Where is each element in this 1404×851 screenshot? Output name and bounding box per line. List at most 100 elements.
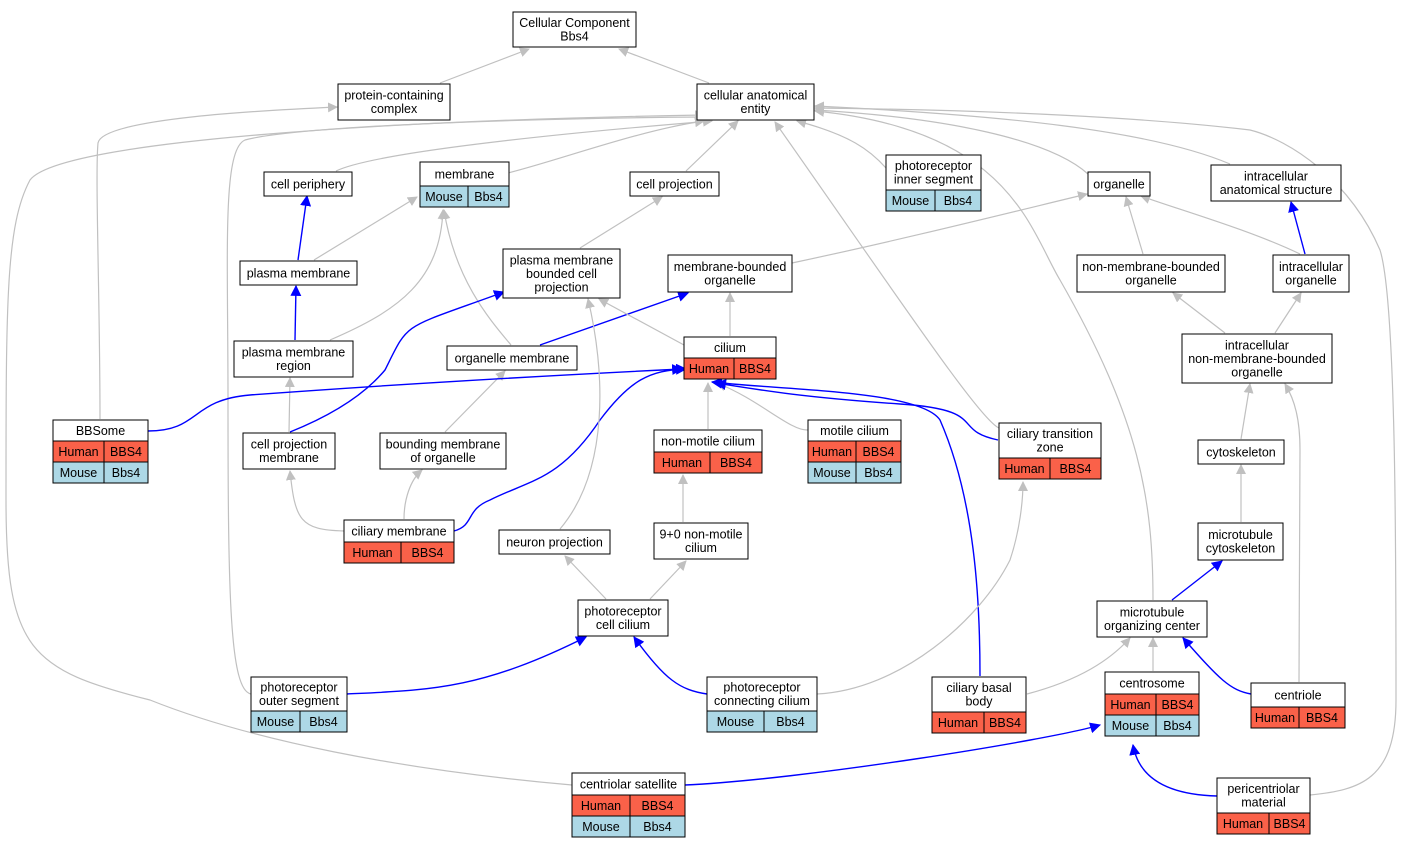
node-label-line: 9+0 non-motile: [659, 528, 742, 542]
node-om[interactable]: organelle membrane: [446, 345, 578, 371]
edge-cproj-to-cae: [685, 120, 739, 172]
node-label-line: non-motile cilium: [661, 434, 755, 448]
node-title-box: [263, 171, 353, 197]
species-label: Mouse: [60, 466, 98, 480]
edge-cil-to-pmbcp: [598, 298, 685, 346]
edge-csat-to-cent: [684, 722, 1102, 786]
node-label-line: photoreceptor: [584, 605, 661, 619]
node-label-line: ciliary basal: [946, 681, 1011, 695]
node-label-line: cell projection: [636, 177, 712, 191]
node-label-line: body: [965, 695, 993, 709]
node-label-line: Bbs4: [560, 30, 589, 44]
node-inmbo[interactable]: intracellularnon-membrane-boundedorganel…: [1181, 333, 1333, 384]
node-label-line: organelle membrane: [455, 351, 570, 365]
edge-inmbo-to-nmbo: [1172, 292, 1226, 334]
gene-symbol-cell: [709, 451, 763, 474]
node-title-box: [653, 522, 749, 560]
gene-symbol-cell: [733, 357, 777, 380]
edges-layer: [5, 47, 1397, 797]
node-label-line: bounded cell: [526, 267, 597, 281]
species-label: Human: [1110, 698, 1150, 712]
node-label-line: photoreceptor: [723, 681, 800, 695]
node-label-line: ciliary transition: [1007, 427, 1093, 441]
gene-symbol-cell: [1268, 812, 1311, 835]
gene-symbol-label: Bbs4: [309, 715, 338, 729]
gene-symbol-label: BBS4: [1162, 698, 1194, 712]
gene-symbol-label: BBS4: [1060, 462, 1092, 476]
edge-ctr-to-inmbo: [1284, 383, 1301, 683]
gene-symbol-label: BBS4: [1274, 817, 1306, 831]
node-label-line: photoreceptor: [895, 159, 972, 173]
node-cper[interactable]: cell periphery: [263, 171, 353, 197]
gene-symbol-label: Bbs4: [1163, 719, 1192, 733]
edge-mem-to-cae: [507, 117, 705, 174]
gene-symbol-cell: [1155, 714, 1200, 737]
node-label-line: pericentriolar: [1227, 782, 1299, 796]
edge-np-to-pmbcp: [559, 298, 601, 530]
node-title-box: [1197, 439, 1285, 465]
node-title-box: [1181, 333, 1333, 384]
node-title-box: [885, 154, 982, 191]
gene-symbol-label: BBS4: [1306, 711, 1338, 725]
node-label-line: cell cilium: [596, 618, 650, 632]
edge-cysk-to-inmbo: [1240, 383, 1254, 440]
node-title-box: [667, 254, 793, 293]
node-title-box: [1197, 522, 1284, 561]
edge-bbs-to-pcc: [96, 102, 338, 420]
edge-pcon-to-pcc2: [633, 636, 708, 695]
edge-cbb-to-cil: [710, 377, 981, 677]
edge-pm-to-cper: [297, 194, 312, 261]
node-cproj[interactable]: cell projection: [629, 171, 720, 197]
edge-om-to-mbo: [539, 291, 690, 346]
edge-bbs-to-cil: [147, 363, 684, 432]
node-title-box: [629, 171, 720, 197]
node-cysk[interactable]: cytoskeleton: [1197, 439, 1285, 465]
node-org[interactable]: organelle: [1087, 171, 1151, 197]
node-label-line: of organelle: [410, 451, 475, 465]
species-label: Human: [1004, 462, 1044, 476]
node-label-line: membrane: [435, 167, 495, 181]
node-np[interactable]: neuron projection: [498, 529, 611, 555]
gene-symbol-label: Bbs4: [112, 466, 141, 480]
node-label-line: organelle: [1285, 274, 1336, 288]
node-pm[interactable]: plasma membrane: [239, 260, 358, 286]
species-label: Mouse: [582, 820, 620, 834]
gene-symbol-cell: [934, 189, 982, 212]
node-title-box: [1087, 171, 1151, 197]
edge-pcm-to-cent: [1129, 743, 1218, 797]
node-title-box: [696, 83, 815, 121]
edge-inmbo-to-io: [1274, 292, 1302, 334]
node-label-line: intracellular: [1244, 170, 1308, 184]
edge-cm-to-bmo: [403, 469, 423, 520]
